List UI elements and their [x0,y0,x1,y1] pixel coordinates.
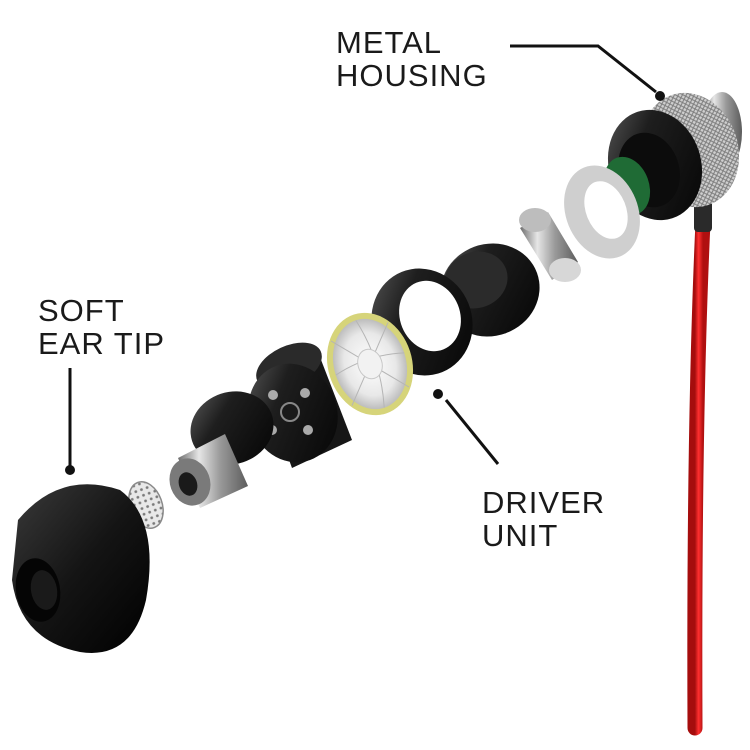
driver-unit-label-line1: DRIVER [482,485,606,520]
driver-unit-leader-dot [433,389,443,399]
leader-lines [68,44,657,470]
black-ring [371,268,473,376]
metal-housing-label-line1: METAL [336,25,443,60]
soft-ear-tip-label: SOFT EAR TIP [38,294,165,360]
metal-housing-label-line2: HOUSING [336,58,488,93]
driver-unit-label: DRIVER UNIT [482,486,605,552]
driver-diaphragm-icon [326,312,414,416]
metal-spacer [519,208,581,282]
ear-tip-icon [12,484,150,653]
driver-unit-label-line2: UNIT [482,518,559,553]
soft-ear-tip-leader-dot [65,465,75,475]
nozzle-icon [169,391,274,508]
metal-housing-leader-dot [655,91,665,101]
metal-housing-label: METAL HOUSING [336,26,488,92]
metal-housing-leader [510,44,657,94]
cable [687,200,712,736]
soft-ear-tip-label-line1: SOFT [38,293,125,328]
driver-unit-leader [444,399,500,465]
soft-ear-tip-label-line2: EAR TIP [38,326,166,361]
washer-ring [564,165,640,259]
